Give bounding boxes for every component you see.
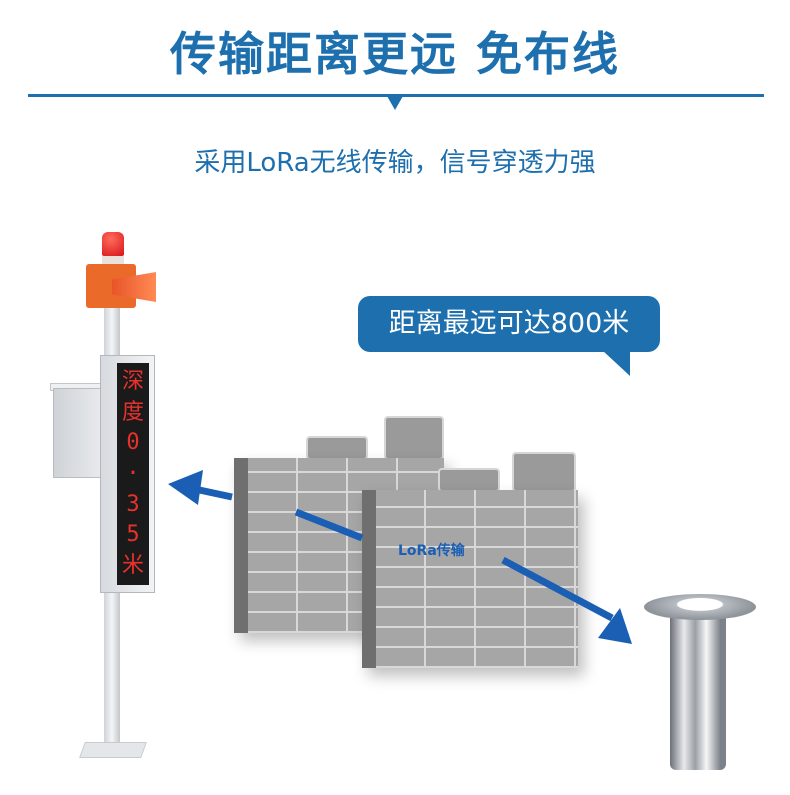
control-cabinet [53, 388, 101, 478]
brick-wall-2 [362, 490, 578, 668]
led-char: 米 [121, 552, 144, 578]
led-char: 度 [121, 399, 144, 425]
brick-wall-2-merlon [438, 468, 500, 492]
divider-triangle-icon [387, 96, 403, 110]
beacon-ring [102, 256, 124, 264]
led-display: 深 度 0 · 3 5 米 [117, 363, 149, 585]
distance-callout: 距离最远可达800米 [358, 296, 660, 352]
sensor-flange [644, 594, 756, 620]
brick-wall-2-merlon [512, 452, 576, 492]
title-divider [28, 94, 764, 97]
led-char: · [126, 460, 140, 486]
pole-base [79, 742, 147, 758]
led-char: 0 [126, 430, 140, 456]
brick-wall-1-merlon [306, 436, 368, 460]
led-char: 5 [126, 522, 140, 548]
led-char: 深 [121, 369, 144, 395]
sensor-tube [670, 612, 726, 770]
led-char: 3 [126, 491, 140, 517]
beacon-light-icon [102, 232, 124, 256]
lora-transmission-label: LoRa传输 [398, 543, 465, 559]
brick-wall-1-merlon [384, 416, 444, 460]
page-subtitle: 采用LoRa无线传输，信号穿透力强 [194, 148, 596, 178]
page-title: 传输距离更远 免布线 [169, 27, 620, 81]
callout-tail [602, 350, 630, 376]
